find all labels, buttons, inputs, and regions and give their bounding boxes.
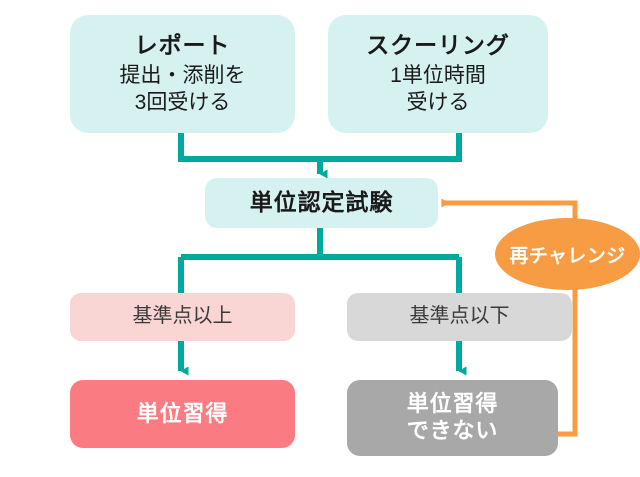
node-pass-result-label: 単位習得 (136, 400, 229, 426)
node-pass-condition[interactable]: 基準点以上 (70, 293, 295, 341)
node-exam[interactable]: 単位認定試験 (205, 178, 438, 228)
node-exam-label: 単位認定試験 (249, 189, 394, 216)
node-report-title: レポート (134, 31, 231, 58)
node-report-line1: 提出・添削を (119, 64, 246, 88)
node-report-line2: 3回受ける (134, 91, 231, 115)
node-retry-label: 再チャレンジ (509, 245, 626, 267)
node-retry[interactable]: 再チャレンジ (495, 218, 640, 290)
node-fail-condition-label: 基準点以下 (409, 305, 510, 328)
connector-merge-to-exam (178, 133, 462, 179)
node-schooling[interactable]: スクーリング 1単位時間 受ける (328, 15, 548, 133)
node-report[interactable]: レポート 提出・添削を 3回受ける (70, 15, 295, 133)
node-pass-result[interactable]: 単位習得 (70, 380, 295, 448)
node-schooling-line2: 受ける (406, 91, 470, 115)
node-fail-result-line1: 単位習得 (406, 391, 499, 417)
node-fail-condition[interactable]: 基準点以下 (347, 293, 572, 341)
node-pass-condition-label: 基準点以上 (132, 305, 233, 328)
node-schooling-line1: 1単位時間 (390, 64, 486, 88)
node-schooling-title: スクーリング (366, 31, 510, 58)
node-fail-result[interactable]: 単位習得 できない (347, 380, 558, 456)
node-fail-result-line2: できない (406, 418, 499, 443)
connector-exam-split (178, 228, 462, 293)
